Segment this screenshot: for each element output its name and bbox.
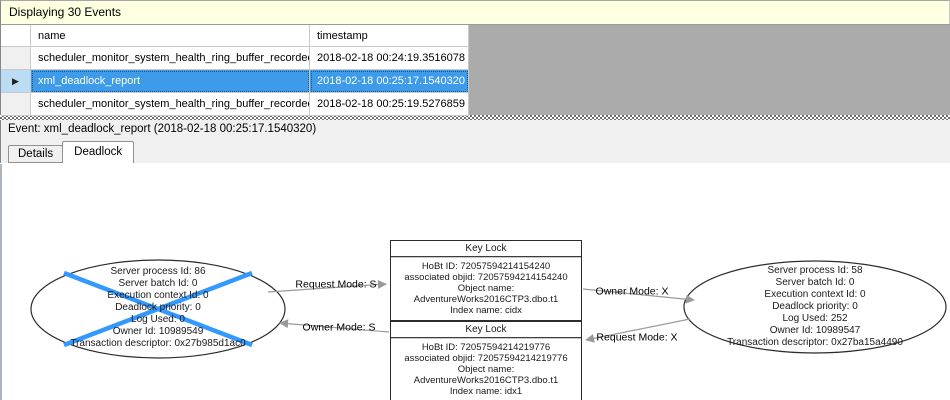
event-name-cell[interactable]: scheduler_monitor_system_health_ring_buf… bbox=[31, 93, 310, 116]
row-header-cell[interactable] bbox=[1, 93, 31, 116]
deadlock-graph-canvas bbox=[30, 259, 947, 359]
process-line: Transaction descriptor: 0x27b985d1ac0 bbox=[70, 338, 246, 349]
keylock-title: Key Lock bbox=[391, 322, 581, 338]
event-timestamp-cell[interactable]: 2018-02-18 00:24:19.3516078 bbox=[310, 47, 469, 70]
resource-line: Index name: idx1 bbox=[449, 386, 523, 397]
deadlock-graph-pane: Server process Id: 86 Server batch Id: 0… bbox=[0, 164, 950, 400]
detail-tabstrip: Details Deadlock bbox=[0, 140, 950, 163]
process-line: Server batch Id: 0 bbox=[775, 277, 855, 288]
edge-label-request-s: Request Mode: S bbox=[295, 278, 377, 291]
process-line: Transaction descriptor: 0x27ba15a4490 bbox=[727, 337, 903, 348]
event-name-cell[interactable]: xml_deadlock_report bbox=[31, 70, 310, 93]
event-timestamp-cell[interactable]: 2018-02-18 00:25:19.5276859 bbox=[310, 93, 469, 116]
event-timestamp-cell[interactable]: 2018-02-18 00:25:17.1540320 bbox=[310, 70, 469, 93]
column-header-name[interactable]: name bbox=[31, 25, 310, 47]
grid-header-row: name timestamp bbox=[1, 25, 469, 47]
events-grid-background: name timestamp scheduler_monitor_system_… bbox=[0, 24, 950, 116]
process-line: Execution context Id: 0 bbox=[764, 289, 866, 300]
events-count-banner: Displaying 30 Events bbox=[0, 0, 950, 24]
resource-line: Index name: cidx bbox=[450, 305, 522, 316]
victim-cross-icon bbox=[63, 270, 253, 348]
keylock-title: Key Lock bbox=[391, 241, 581, 257]
current-row-marker-icon: ▶ bbox=[12, 75, 19, 86]
edge-label-request-x: Request Mode: X bbox=[596, 331, 678, 344]
resource-node-keylock-bottom[interactable]: Key Lock HoBt ID: 72057594214219776 asso… bbox=[390, 321, 582, 400]
process-line: Server batch Id: 0 bbox=[118, 278, 198, 289]
horizontal-splitter[interactable] bbox=[0, 115, 950, 120]
process-line: Server process Id: 58 bbox=[767, 265, 863, 276]
process-line: Server process Id: 86 bbox=[110, 266, 206, 277]
resource-node-keylock-top[interactable]: Key Lock HoBt ID: 72057594214154240 asso… bbox=[390, 240, 582, 321]
resource-line: Object name: AdventureWorks2016CTP3.dbo.… bbox=[413, 283, 559, 305]
edge-request-s bbox=[267, 280, 387, 293]
edge-request-x bbox=[585, 318, 691, 343]
process-node-victim-label: Server process Id: 86 Server batch Id: 0… bbox=[33, 266, 283, 350]
events-grid: name timestamp scheduler_monitor_system_… bbox=[1, 25, 469, 116]
resource-line: Object name: AdventureWorks2016CTP3.dbo.… bbox=[413, 364, 559, 386]
edge-owner-s bbox=[279, 319, 390, 333]
selected-event-caption: Event: xml_deadlock_report (2018-02-18 0… bbox=[0, 120, 950, 140]
resource-line: associated objid: 72057594214219776 bbox=[404, 353, 568, 364]
table-row[interactable]: scheduler_monitor_system_health_ring_buf… bbox=[1, 93, 469, 116]
table-row[interactable]: scheduler_monitor_system_health_ring_buf… bbox=[1, 47, 469, 70]
edge-label-owner-x: Owner Mode: X bbox=[595, 285, 669, 298]
table-row-selected[interactable]: ▶ xml_deadlock_report 2018-02-18 00:25:1… bbox=[1, 70, 469, 93]
tab-deadlock[interactable]: Deadlock bbox=[62, 141, 135, 163]
process-line: Deadlock priority: 0 bbox=[115, 302, 201, 313]
process-line: Log Used: 252 bbox=[782, 313, 848, 324]
event-name-cell[interactable]: scheduler_monitor_system_health_ring_buf… bbox=[31, 47, 310, 70]
edge-label-owner-s: Owner Mode: S bbox=[302, 321, 376, 334]
process-node-survivor[interactable] bbox=[683, 260, 947, 354]
grid-corner-cell[interactable] bbox=[1, 25, 31, 47]
process-line: Owner Id: 10989547 bbox=[769, 325, 861, 336]
resource-line: HoBt ID: 72057594214219776 bbox=[421, 342, 551, 353]
resource-line: associated objid: 72057594214154240 bbox=[404, 272, 568, 283]
row-header-cell[interactable] bbox=[1, 47, 31, 70]
process-line: Execution context Id: 0 bbox=[107, 290, 209, 301]
process-line: Owner Id: 10989549 bbox=[112, 326, 204, 337]
process-line: Log Used: 0 bbox=[131, 314, 185, 325]
process-line: Deadlock priority: 0 bbox=[772, 301, 858, 312]
process-node-survivor-label: Server process Id: 58 Server batch Id: 0… bbox=[690, 265, 940, 349]
row-header-cell[interactable]: ▶ bbox=[1, 70, 31, 93]
tab-details[interactable]: Details bbox=[8, 145, 64, 163]
column-header-timestamp[interactable]: timestamp bbox=[310, 25, 469, 47]
resource-line: HoBt ID: 72057594214154240 bbox=[421, 261, 551, 272]
edge-owner-x bbox=[582, 288, 695, 304]
